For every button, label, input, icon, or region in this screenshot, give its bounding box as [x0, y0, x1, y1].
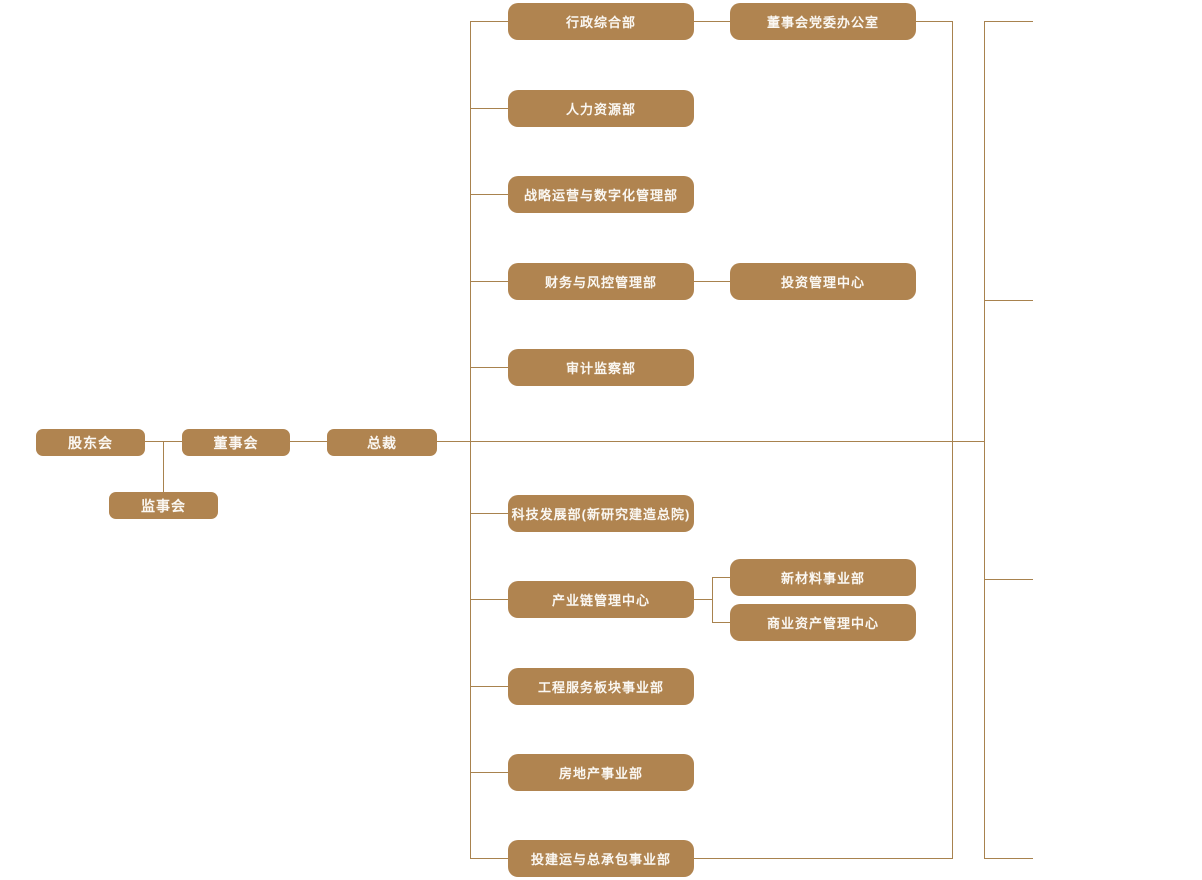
stub-dept-8: [470, 686, 508, 687]
stub-dept-6: [470, 513, 508, 514]
node-dept-audit: 审计监察部: [508, 349, 694, 386]
node-label: 投建运与总承包事业部: [530, 852, 671, 867]
node-office-investment-center: 投资管理中心: [730, 263, 916, 300]
node-supervisory-board: 监事会: [109, 492, 218, 519]
node-shareholders: 股东会: [36, 429, 145, 456]
node-dept-strategy-digital: 战略运营与数字化管理部: [508, 176, 694, 213]
node-dept-engineering-services: 工程服务板块事业部: [508, 668, 694, 705]
node-label: 总裁: [367, 434, 397, 451]
node-dept-admin: 行政综合部: [508, 3, 694, 40]
right-stub-2: [984, 300, 1033, 301]
right-stub-4: [984, 858, 1033, 859]
node-dept-investment-contracting: 投建运与总承包事业部: [508, 840, 694, 877]
connector-admin-office: [694, 21, 730, 22]
connector-finance-investment: [694, 281, 730, 282]
connector-office-spine1: [916, 21, 952, 22]
right-spine-1: [952, 21, 953, 859]
stub-dept-1: [470, 21, 508, 22]
node-label: 董事会党委办公室: [766, 15, 879, 30]
node-label: 审计监察部: [565, 361, 636, 376]
node-label: 房地产事业部: [558, 766, 643, 781]
node-label: 工程服务板块事业部: [537, 680, 664, 695]
node-label: 商业资产管理中心: [766, 616, 879, 631]
node-board-of-directors: 董事会: [182, 429, 290, 456]
stub-dept-7: [470, 599, 508, 600]
node-label: 人力资源部: [565, 102, 636, 117]
node-label: 行政综合部: [565, 15, 636, 30]
node-label: 财务与风控管理部: [544, 275, 657, 290]
connector-board-president: [290, 441, 327, 442]
node-label: 科技发展部(新研究建造总院): [511, 507, 691, 522]
stub-dept-9: [470, 772, 508, 773]
right-spine-2: [984, 21, 985, 859]
node-label: 投资管理中心: [780, 275, 865, 290]
node-label: 董事会: [213, 434, 259, 451]
right-stub-3: [984, 579, 1033, 580]
node-dept-real-estate: 房地产事业部: [508, 754, 694, 791]
bracket-stub-materials: [712, 577, 730, 578]
node-sub-new-materials: 新材料事业部: [730, 559, 916, 596]
bracket-stub-assets: [712, 622, 730, 623]
right-stub-1: [984, 21, 1033, 22]
connector-trunk: [437, 441, 984, 442]
bracket-stem: [694, 599, 712, 600]
bracket-spine: [712, 577, 713, 623]
stub-dept-2: [470, 108, 508, 109]
node-label: 战略运营与数字化管理部: [523, 188, 678, 203]
node-label: 监事会: [141, 497, 186, 514]
node-office-board-party: 董事会党委办公室: [730, 3, 916, 40]
stub-dept-3: [470, 194, 508, 195]
stub-dept-10: [470, 858, 508, 859]
node-sub-commercial-assets: 商业资产管理中心: [730, 604, 916, 641]
connector-supervisory-drop: [163, 441, 164, 493]
department-spine: [470, 21, 471, 859]
node-president: 总裁: [327, 429, 437, 456]
node-dept-finance-risk: 财务与风控管理部: [508, 263, 694, 300]
node-dept-hr: 人力资源部: [508, 90, 694, 127]
node-label: 新材料事业部: [780, 571, 865, 586]
connector-bottom-spine1: [694, 858, 952, 859]
node-label: 股东会: [68, 434, 113, 451]
node-dept-tech-development: 科技发展部(新研究建造总院): [508, 495, 694, 532]
stub-dept-4: [470, 281, 508, 282]
stub-dept-5: [470, 367, 508, 368]
node-label: 产业链管理中心: [551, 593, 650, 608]
node-dept-industry-chain: 产业链管理中心: [508, 581, 694, 618]
